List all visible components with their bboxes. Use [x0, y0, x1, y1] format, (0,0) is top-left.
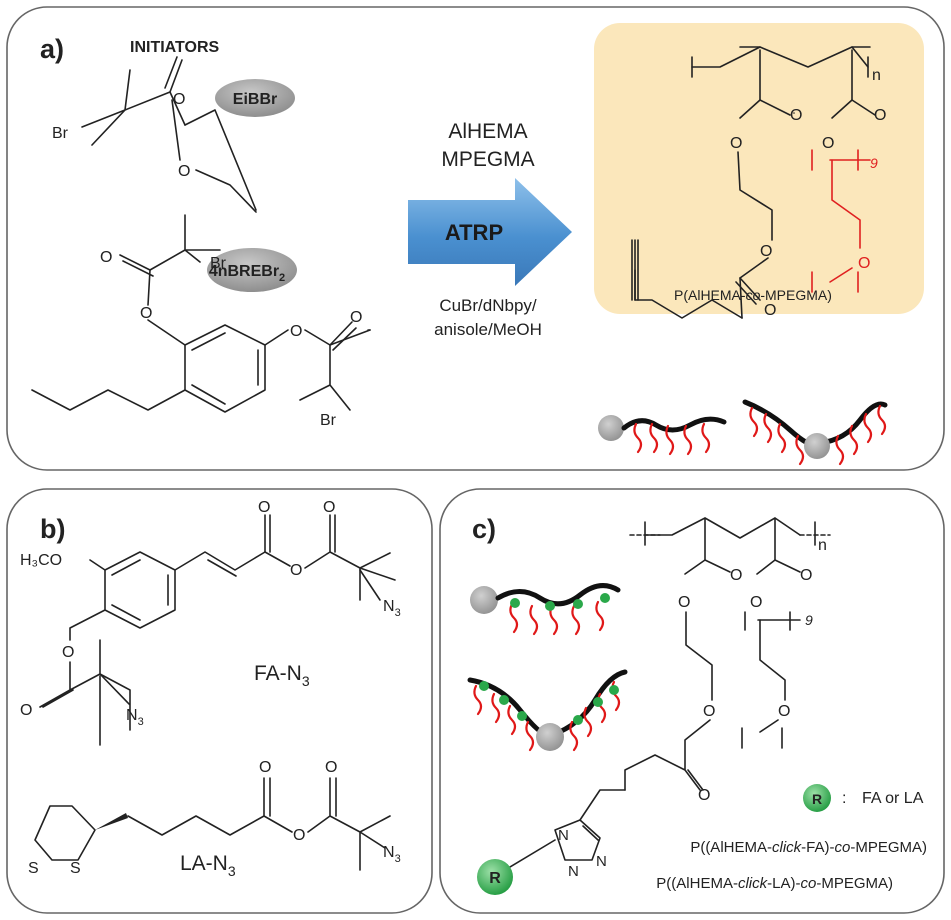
linear-clicked-cartoon — [470, 583, 621, 636]
product-o-4: O — [764, 302, 776, 319]
star-polymer-cartoon — [742, 399, 888, 466]
eibbr-o-ester: O — [178, 163, 190, 180]
linear-polymer-cartoon — [598, 415, 727, 456]
fa-n3-structure: H₃CO O O O N3 O O N3 — [20, 499, 401, 746]
product-o-6: O — [822, 135, 834, 152]
linear-clicked-core — [470, 586, 498, 614]
clicked-o-3: O — [703, 703, 715, 720]
4nbrebr2-br-top: Br — [210, 255, 227, 272]
product-o-peg: O — [858, 255, 870, 272]
clicked-o-1: O — [730, 567, 742, 584]
fa-o4: O — [62, 644, 74, 661]
eibbr-br: Br — [52, 125, 69, 142]
product-o-2: O — [730, 135, 742, 152]
legend-r-node — [803, 784, 831, 812]
monomer-2: MPEGMA — [441, 148, 534, 171]
eibbr-label: EiBBr — [233, 91, 277, 108]
4nbrebr2-br-bottom: Br — [320, 412, 337, 429]
monomer-1: AlHEMA — [448, 120, 527, 143]
eibbr-structure: Br O O — [52, 56, 257, 213]
la-o1: O — [259, 759, 271, 776]
legend-r-label: R — [812, 791, 822, 807]
fa-o3: O — [323, 499, 335, 516]
clicked-o-2: O — [678, 594, 690, 611]
clicked-o-6: O — [750, 594, 762, 611]
4nbrebr2-o4: O — [350, 309, 362, 326]
star-clicked-cartoon — [467, 669, 628, 752]
4nbrebr2-o3: O — [290, 323, 302, 340]
fa-n3-label: FA-N3 — [254, 662, 310, 689]
conditions-line-1: CuBr/dNbpy/ — [439, 296, 537, 315]
4nbrebr2-pill — [207, 248, 297, 292]
fa-o5: O — [20, 702, 32, 719]
4nbrebr2-o1: O — [100, 249, 112, 266]
panel-a-label: a) — [40, 34, 64, 64]
conditions-line-2: anisole/MeOH — [434, 320, 542, 339]
4nbrebr2-o2: O — [140, 305, 152, 322]
product-o-3: O — [760, 243, 772, 260]
product-name: P(AlHEMA-co-MPEGMA) — [674, 287, 832, 303]
r-group-label: R — [489, 870, 501, 887]
fa-o1: O — [258, 499, 270, 516]
eibbr-pill — [215, 79, 295, 117]
r-group-node — [477, 859, 513, 895]
product-9: 9 — [870, 155, 878, 171]
product-n: n — [872, 67, 881, 84]
fa-o2: O — [290, 562, 302, 579]
la-wedge — [95, 813, 128, 830]
panel-a: a) INITIATORS Br O O EiBBr 4nBREBr2 Br O… — [6, 6, 945, 471]
atrp-label: ATRP — [445, 220, 503, 245]
panel-b: b) H₃CO O O O N3 O O N3 FA- — [6, 488, 433, 914]
triazole-n3: N — [568, 863, 579, 880]
clicked-9: 9 — [805, 612, 813, 628]
eibbr-o-carbonyl: O — [173, 91, 185, 108]
fa-h3co: H₃CO — [20, 552, 62, 569]
star-clicked-core — [536, 723, 564, 751]
star-core — [804, 433, 830, 459]
product-o-1: O — [790, 107, 802, 124]
clicked-polymer-structure: n O O O O O O O 9 N N N — [504, 517, 831, 880]
product-o-5: O — [874, 107, 886, 124]
la-s2: S — [70, 860, 81, 877]
4nbrebr2-label: 4nBREBr2 — [209, 263, 285, 284]
initiators-title: INITIATORS — [130, 39, 220, 56]
clicked-product-la: P((AlHEMA-click-LA)-co-MPEGMA) — [656, 875, 893, 892]
legend-r-meaning: FA or LA — [862, 790, 924, 807]
linear-core — [598, 415, 624, 441]
clicked-o-peg: O — [778, 703, 790, 720]
fa-n3-top: N3 — [383, 598, 401, 619]
triazole-n2: N — [596, 853, 607, 870]
triazole-n1: N — [558, 827, 569, 844]
product-structure: n O O O O O O O 9 — [631, 46, 886, 319]
atrp-arrow — [408, 178, 572, 286]
la-n3-label: LA-N3 — [180, 852, 236, 879]
clicked-o-4: O — [698, 787, 710, 804]
la-o2: O — [293, 827, 305, 844]
4nbrebr2-structure: Br O O O O Br — [31, 214, 371, 429]
la-o3: O — [325, 759, 337, 776]
panel-b-frame — [6, 488, 433, 914]
panel-c-label: c) — [472, 514, 496, 544]
legend-colon: : — [842, 790, 846, 807]
fa-n3-bottom: N3 — [126, 707, 144, 728]
clicked-o-5: O — [800, 567, 812, 584]
product-box — [594, 23, 924, 314]
la-s1: S — [28, 860, 39, 877]
panel-b-label: b) — [40, 514, 65, 544]
la-n3-structure: S S O O O N3 — [28, 759, 401, 877]
la-n3-atom: N3 — [383, 844, 401, 865]
clicked-product-fa: P((AlHEMA-click-FA)-co-MPEGMA) — [690, 839, 927, 856]
clicked-n: n — [818, 537, 827, 554]
panel-c: c) — [439, 488, 945, 914]
